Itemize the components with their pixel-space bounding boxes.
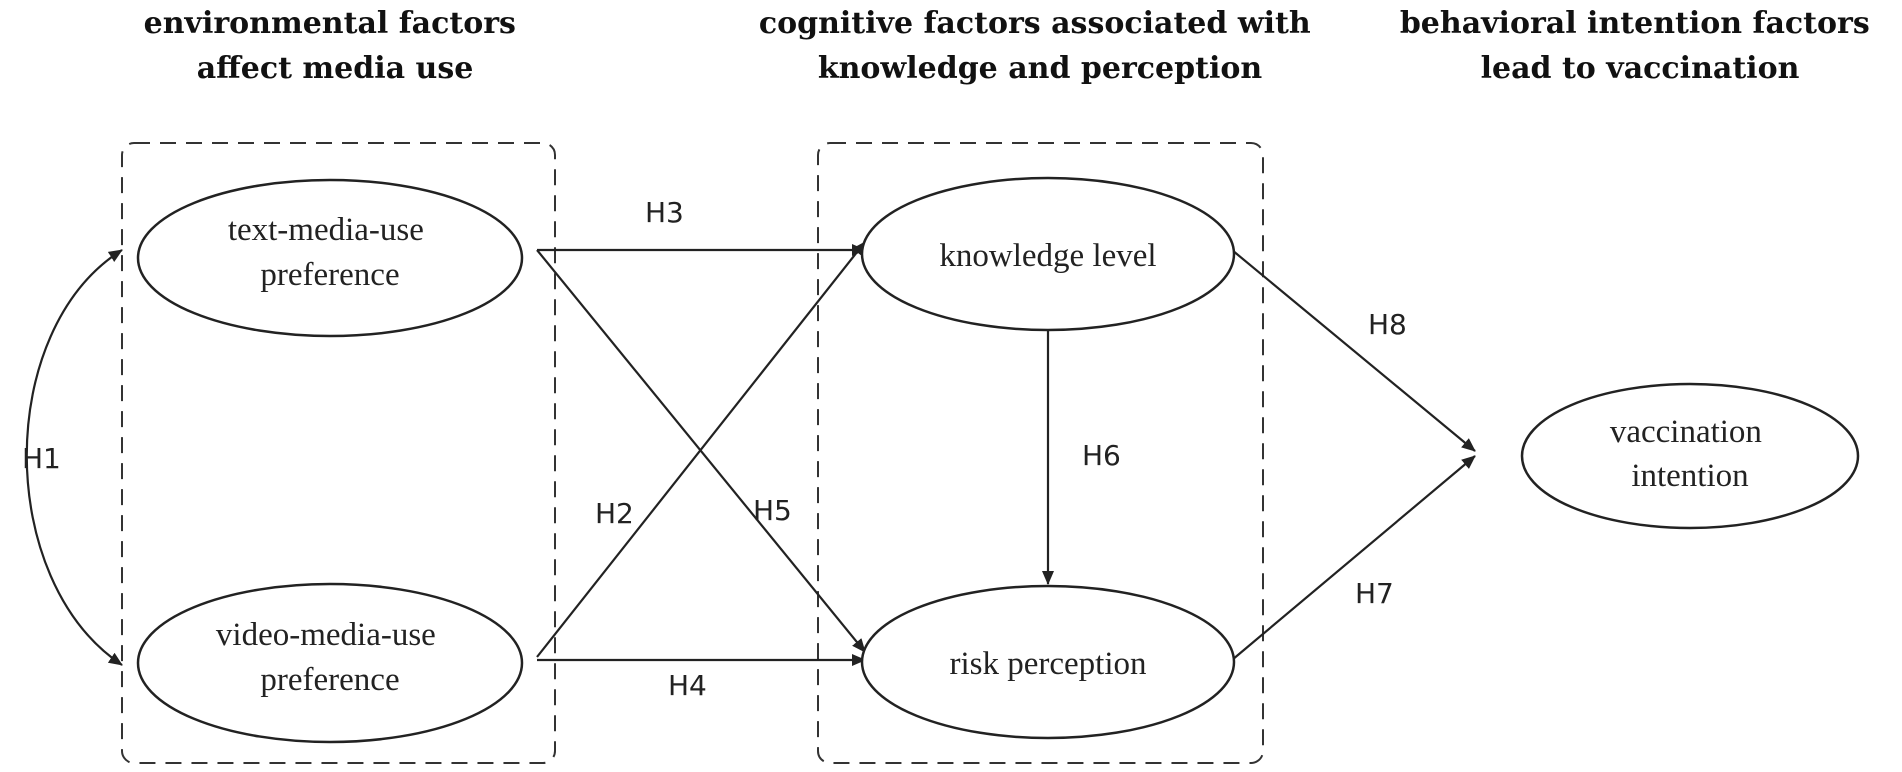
hypothesis-label-h6: H6 xyxy=(1082,439,1121,472)
section-title-behavioral: behavioral intention factors lead to vac… xyxy=(1400,6,1880,86)
node-label: knowledge level xyxy=(939,238,1156,274)
section-title-cognitive: cognitive factors associated with knowle… xyxy=(759,6,1321,86)
hypothesis-label-h5: H5 xyxy=(753,494,792,527)
node-risk-perception: risk perception xyxy=(860,584,1236,740)
h7-arrow xyxy=(1231,455,1476,661)
hypothesis-label-h8: H8 xyxy=(1368,308,1407,341)
h2-arrow xyxy=(536,241,866,658)
h8-arrow xyxy=(1231,249,1476,452)
node-vaccination-intention: vaccination intention xyxy=(1520,382,1860,530)
cognitive-factors-group xyxy=(817,142,1264,764)
section-title-environmental: environmental factors affect media use xyxy=(144,6,527,86)
hypothesis-label-h1: H1 xyxy=(22,442,61,475)
node-label: video-media-use preference xyxy=(216,617,444,698)
node-video-media-use-preference: video-media-use preference xyxy=(136,582,524,744)
node-label: risk perception xyxy=(949,646,1146,682)
node-knowledge-level: knowledge level xyxy=(860,176,1236,332)
node-label: vaccination intention xyxy=(1610,414,1770,494)
node-text-media-use-preference: text-media-use preference xyxy=(136,178,524,338)
node-label: text-media-use preference xyxy=(228,212,432,293)
hypothesis-label-h2: H2 xyxy=(595,497,634,530)
h1-bidirectional-path xyxy=(25,249,123,666)
hypothesis-label-h4: H4 xyxy=(668,669,707,702)
hypothesis-label-h3: H3 xyxy=(645,196,684,229)
hypothesis-label-h7: H7 xyxy=(1355,577,1394,610)
